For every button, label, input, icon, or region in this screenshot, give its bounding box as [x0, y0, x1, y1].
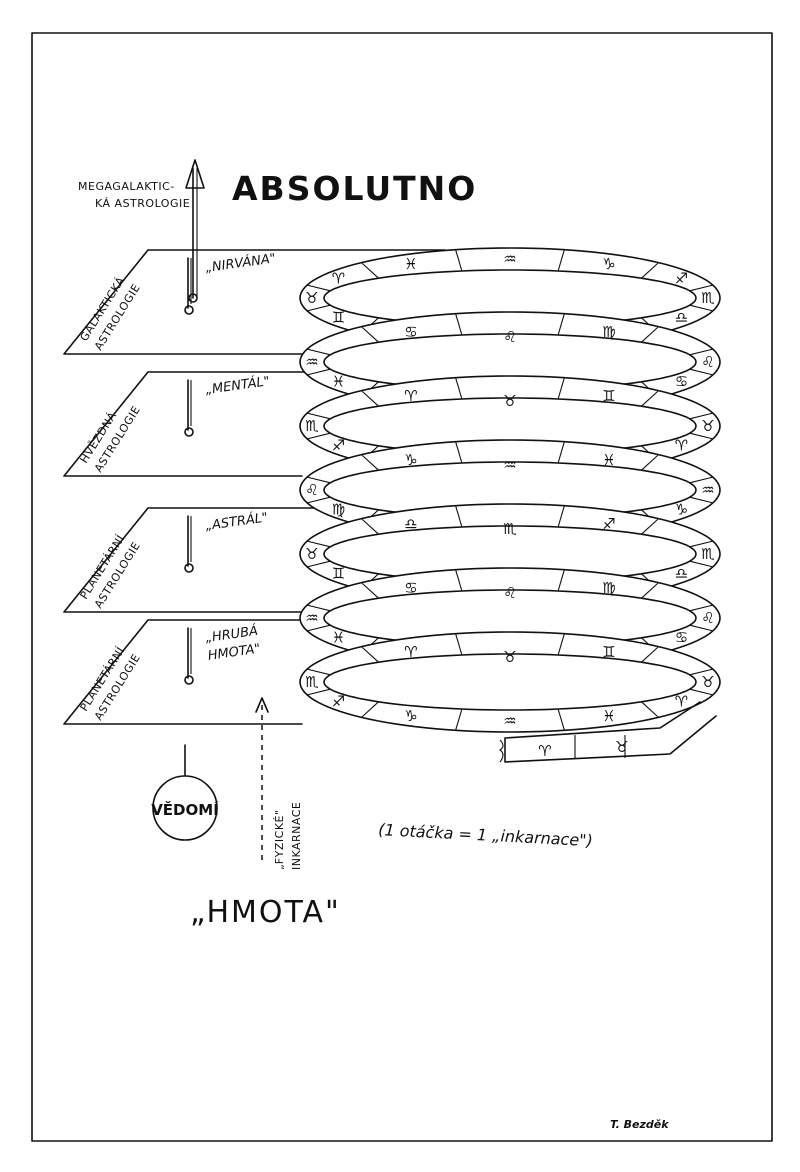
zodiac-glyph-t6-s7: ♒: [305, 609, 318, 627]
incarnation-arrow: [255, 697, 269, 860]
zodiac-glyph-t3-s6: ♐: [332, 437, 345, 455]
zodiac-glyph-t1-s12: ♐: [675, 270, 688, 288]
zodiac-glyph-t4-s1: ♒: [701, 481, 714, 499]
zodiac-glyph-t5-s2: ♎: [675, 565, 688, 583]
incarnation-label-line2: INKARNACE: [290, 802, 303, 870]
zodiac-glyph-t1-s5: ♋: [404, 323, 417, 341]
zodiac-glyph-t6-s6: ♓: [332, 629, 345, 647]
plane-4-level-label-line1: „HRUBÁ: [204, 623, 259, 646]
zodiac-glyph-t4-s6: ♍: [332, 501, 345, 519]
tail-glyph-2: ♉: [615, 738, 628, 756]
zodiac-glyph-t1-s8: ♈: [332, 270, 345, 288]
zodiac-glyph-t4-s4: ♏: [503, 520, 517, 538]
zodiac-glyph-t6-s5: ♈: [404, 643, 417, 661]
zodiac-glyph-t5-s1: ♏: [701, 545, 715, 563]
zodiac-glyph-t2-s7: ♒: [305, 353, 318, 371]
plane-3-pole-base: [184, 563, 194, 573]
zodiac-glyph-t2-s1: ♌: [701, 353, 714, 371]
tail-glyph-1: ♈: [538, 742, 551, 760]
megagalactic-arrow: [185, 159, 205, 303]
zodiac-glyph-t2-s4: ♉: [503, 392, 516, 410]
zodiac-glyph-t2-s2: ♋: [675, 373, 688, 391]
zodiac-spiral: [299, 247, 721, 763]
astrology-planes: [63, 249, 446, 725]
zodiac-glyph-t7-s7: ♏: [305, 673, 319, 691]
zodiac-glyph-t6-s4: ♉: [503, 648, 516, 666]
plane-1-level-label-line1: „NIRVÁNA": [204, 250, 276, 276]
plane-3-level-label-line1: „ASTRÁL": [204, 509, 269, 534]
plane-labels: GALAKTICKÁASTROLOGIE„NIRVÁNA"HVĚZDNÁASTR…: [78, 250, 277, 722]
incarnation-label-line1: „FYZICKÉ": [273, 809, 286, 870]
plane-4-pole-base: [184, 675, 194, 685]
zodiac-glyph-t3-s5: ♑: [404, 451, 417, 469]
zodiac-glyph-t1-s10: ♒: [503, 250, 516, 268]
consciousness-label: VĚDOMÍ: [151, 800, 219, 819]
zodiac-glyph-t2-s3: ♊: [602, 387, 615, 405]
spiral-tail: [499, 701, 717, 763]
turn-legend: (1 otáčka = 1 „inkarnace"): [378, 820, 593, 850]
zodiac-glyph-t6-s2: ♋: [675, 629, 688, 647]
plane-2-level-label-line1: „MENTÁL": [204, 373, 270, 398]
zodiac-glyph-t2-s5: ♈: [404, 387, 417, 405]
zodiac-glyph-t7-s4: ♒: [503, 712, 516, 730]
zodiac-glyph-t2-s6: ♓: [332, 373, 345, 391]
zodiac-glyph-t7-s3: ♓: [602, 707, 615, 725]
zodiac-glyph-t4-s5: ♎: [404, 515, 417, 533]
spiral-turn-7: [299, 631, 721, 733]
plane-2-pole-base: [184, 427, 194, 437]
zodiac-glyph-t6-s3: ♊: [602, 643, 615, 661]
zodiac-glyph-t7-s6: ♐: [332, 693, 345, 711]
consciousness-node: [152, 744, 218, 841]
zodiac-glyph-t1-s7: ♉: [305, 289, 318, 307]
zodiac-glyph-t1-s11: ♑: [602, 255, 615, 273]
zodiac-glyph-t3-s7: ♏: [305, 417, 319, 435]
zodiac-glyph-t1-s1: ♏: [701, 289, 715, 307]
zodiac-glyph-t5-s3: ♍: [602, 579, 615, 597]
zodiac-glyph-t5-s4: ♌: [503, 584, 516, 602]
zodiac-glyph-t3-s2: ♈: [675, 437, 688, 455]
zodiac-glyph-t5-s7: ♉: [305, 545, 318, 563]
zodiac-glyph-t4-s2: ♑: [675, 501, 688, 519]
zodiac-glyph-t4-s3: ♐: [602, 515, 615, 533]
plane-1-pole-base: [184, 305, 194, 315]
zodiac-glyph-t3-s1: ♉: [701, 417, 714, 435]
zodiac-glyph-t1-s2: ♎: [675, 309, 688, 327]
zodiac-glyphs: ♏ ♎ ♍ ♌ ♋ ♊ ♉ ♈ ♓ ♒ ♑ ♐ ♌ ♋ ♊ ♉ ♈ ♓ ♒ ♉ ♈ ♓ ♒ ♑ ♐ ♏ ♒ ♑ ♐ ♏ ♎ ♍ ♌ ♏ ♎ ♍ ♌ ♋ ♊ ♉…: [305, 250, 715, 760]
zodiac-glyph-t6-s1: ♌: [701, 609, 714, 627]
zodiac-glyph-t1-s9: ♓: [404, 255, 417, 273]
zodiac-glyph-t1-s6: ♊: [332, 309, 345, 327]
plane-4-level-label-line2: HMOTA": [207, 642, 261, 664]
zodiac-glyph-t1-s3: ♍: [602, 323, 615, 341]
title-absolutno: ABSOLUTNO: [232, 169, 477, 208]
zodiac-glyph-t7-s5: ♑: [404, 707, 417, 725]
zodiac-glyph-t1-s4: ♌: [503, 328, 516, 346]
signature: T. Bezděk: [610, 1118, 669, 1131]
zodiac-glyph-t7-s1: ♉: [701, 673, 714, 691]
zodiac-glyph-t3-s4: ♒: [503, 456, 516, 474]
zodiac-glyph-t7-s2: ♈: [675, 693, 688, 711]
zodiac-glyph-t3-s3: ♓: [602, 451, 615, 469]
megagalactic-label-line1: MEGAGALAKTIC-: [78, 180, 175, 193]
zodiac-glyph-t5-s6: ♊: [332, 565, 345, 583]
page-frame: [31, 32, 773, 1142]
plane-1: [63, 249, 446, 355]
zodiac-glyph-t4-s7: ♌: [305, 481, 318, 499]
zodiac-glyph-t5-s5: ♋: [404, 579, 417, 597]
megagalactic-label-line2: KÁ ASTROLOGIE: [95, 197, 190, 210]
bottom-label-hmota: „HMOTA": [190, 895, 341, 930]
